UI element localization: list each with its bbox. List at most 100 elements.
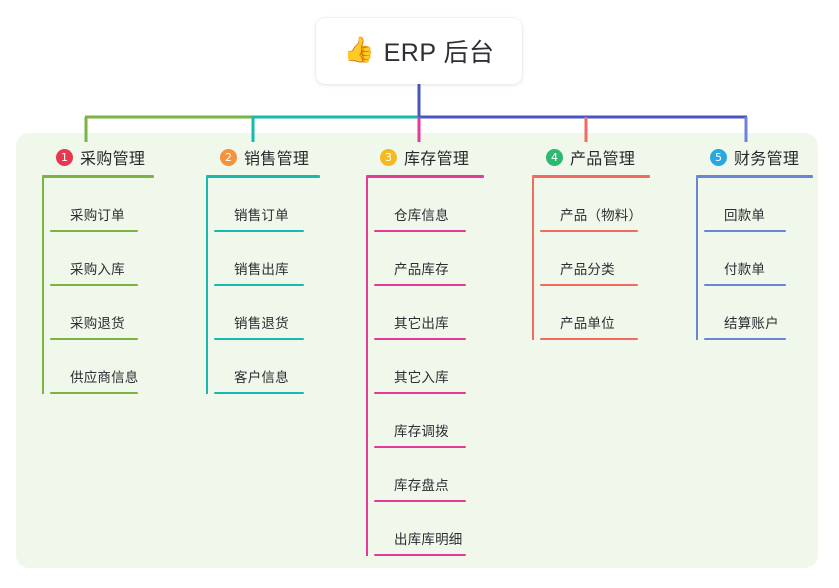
leaf-item-rule [50,230,138,232]
leaf-item-label: 客户信息 [234,370,289,385]
leaf-item-rule [50,392,138,394]
leaf-item[interactable]: 产品库存 [366,232,484,286]
column-header[interactable]: 3 库存管理 [358,145,484,169]
column-spine [696,178,698,340]
column-header[interactable]: 1 采购管理 [34,145,154,169]
leaf-item-rule [214,284,304,286]
leaf-item[interactable]: 库存盘点 [366,448,484,502]
leaf-item-rule [540,284,638,286]
leaf-item-label: 库存调拨 [394,424,449,439]
leaf-item[interactable]: 付款单 [696,232,813,286]
leaf-item[interactable]: 其它出库 [366,286,484,340]
column-items: 回款单付款单结算账户 [688,178,813,340]
thumbs-up-icon: 👍 [343,35,375,64]
column-header-rule [366,175,484,178]
column-header[interactable]: 5 财务管理 [688,145,813,169]
leaf-item-rule [540,338,638,340]
column-header-rule [532,175,650,178]
leaf-item-rule [50,338,138,340]
column-header-rule [42,175,154,178]
leaf-item-label: 供应商信息 [70,370,139,385]
leaf-item-label: 付款单 [724,262,766,277]
leaf-item-rule [704,284,786,286]
leaf-item[interactable]: 销售退货 [206,286,320,340]
leaf-item[interactable]: 产品（物料） [532,178,650,232]
leaf-item-label: 其它出库 [394,316,449,331]
leaf-item[interactable]: 结算账户 [696,286,813,340]
leaf-item-label: 产品（物料） [560,208,643,223]
leaf-item-label: 库存盘点 [394,478,449,493]
leaf-item-rule [374,230,466,232]
leaf-item-rule [214,392,304,394]
leaf-item[interactable]: 产品分类 [532,232,650,286]
column-items: 仓库信息产品库存其它出库其它入库库存调拨库存盘点出库库明细 [358,178,484,556]
column-3: 3 库存管理仓库信息产品库存其它出库其它入库库存调拨库存盘点出库库明细 [358,145,484,556]
leaf-item-rule [374,284,466,286]
column-number-badge: 1 [56,148,73,166]
column-number-badge: 5 [710,148,727,166]
leaf-item-label: 采购退货 [70,316,125,331]
root-title: ERP 后台 [383,39,495,67]
column-number-badge: 3 [380,148,397,166]
column-1: 1 采购管理采购订单采购入库采购退货供应商信息 [34,145,154,394]
leaf-item-rule [540,230,638,232]
leaf-item-rule [374,500,466,502]
column-header[interactable]: 2 销售管理 [198,145,320,169]
column-title: 销售管理 [244,151,310,168]
leaf-item-label: 采购订单 [70,208,125,223]
leaf-item-rule [374,554,466,556]
column-number-badge: 4 [546,148,563,166]
leaf-item-label: 产品单位 [560,316,615,331]
leaf-item[interactable]: 销售出库 [206,232,320,286]
column-items: 采购订单采购入库采购退货供应商信息 [34,178,154,394]
leaf-item-rule [704,338,786,340]
leaf-item[interactable]: 采购入库 [42,232,154,286]
leaf-item-label: 回款单 [724,208,766,223]
leaf-item[interactable]: 其它入库 [366,340,484,394]
column-spine [42,178,44,394]
column-title: 财务管理 [734,151,800,168]
column-items: 销售订单销售出库销售退货客户信息 [198,178,320,394]
column-5: 5 财务管理回款单付款单结算账户 [688,145,813,340]
root-node[interactable]: 👍 ERP 后台 [316,18,522,84]
leaf-item-label: 结算账户 [724,316,779,331]
leaf-item-rule [704,230,786,232]
leaf-item-label: 出库库明细 [394,532,463,547]
leaf-item[interactable]: 出库库明细 [366,502,484,556]
leaf-item[interactable]: 供应商信息 [42,340,154,394]
leaf-item-rule [374,446,466,448]
column-number-badge: 2 [220,148,237,166]
leaf-item[interactable]: 销售订单 [206,178,320,232]
column-2: 2 销售管理销售订单销售出库销售退货客户信息 [198,145,320,394]
diagram-background-panel [16,133,818,568]
leaf-item[interactable]: 库存调拨 [366,394,484,448]
leaf-item-label: 销售退货 [234,316,289,331]
leaf-item-label: 采购入库 [70,262,125,277]
leaf-item[interactable]: 仓库信息 [366,178,484,232]
leaf-item-label: 仓库信息 [394,208,449,223]
leaf-item[interactable]: 回款单 [696,178,813,232]
column-spine [532,178,534,340]
leaf-item[interactable]: 客户信息 [206,340,320,394]
leaf-item-label: 产品分类 [560,262,615,277]
leaf-item-label: 销售出库 [234,262,289,277]
column-items: 产品（物料） 产品分类产品单位 [524,178,650,340]
leaf-item-rule [374,338,466,340]
leaf-item-label: 其它入库 [394,370,449,385]
column-header-rule [696,175,813,178]
leaf-item[interactable]: 采购订单 [42,178,154,232]
column-header-rule [206,175,320,178]
leaf-item-rule [374,392,466,394]
column-spine [366,178,368,556]
leaf-item-label: 产品库存 [394,262,449,277]
column-title: 库存管理 [404,151,470,168]
column-spine [206,178,208,394]
leaf-item-rule [214,338,304,340]
leaf-item-label: 销售订单 [234,208,289,223]
leaf-item-rule [50,284,138,286]
leaf-item[interactable]: 产品单位 [532,286,650,340]
column-title: 采购管理 [80,151,146,168]
leaf-item[interactable]: 采购退货 [42,286,154,340]
